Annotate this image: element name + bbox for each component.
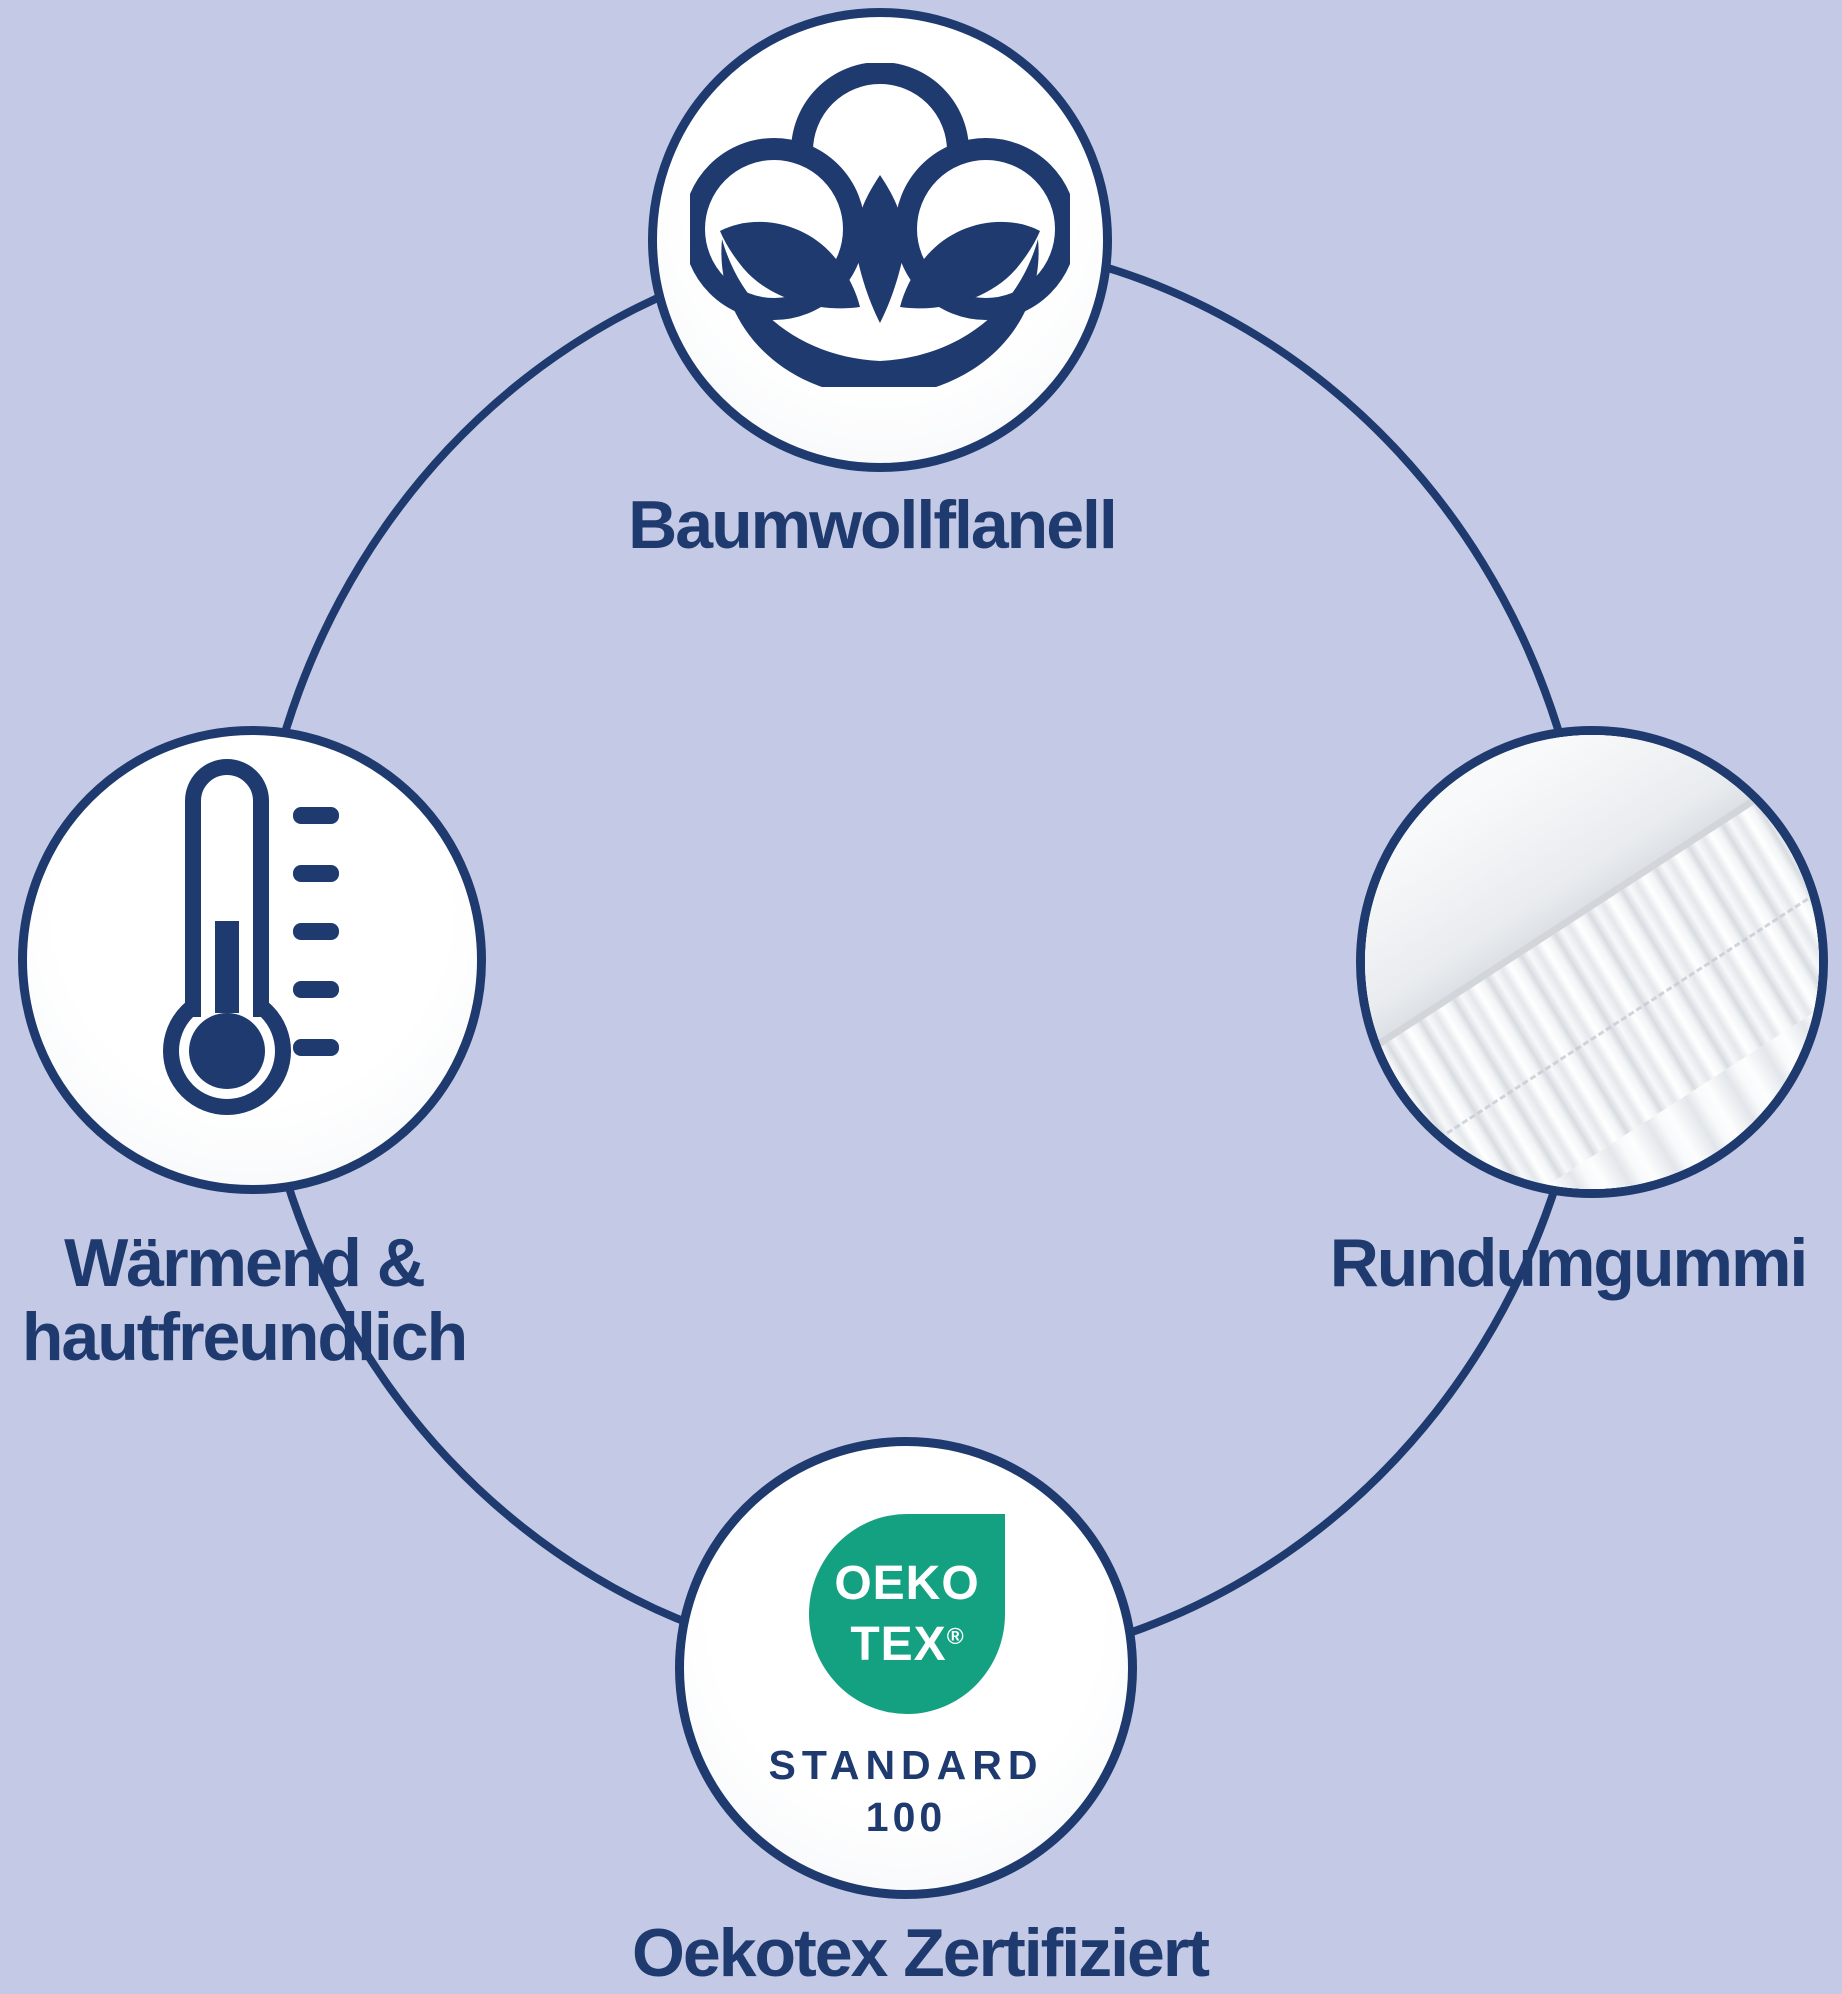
feature-node-baumwollflanell	[648, 8, 1112, 472]
feature-node-waermend	[18, 726, 486, 1194]
oekotex-logo: OEKO TEX®	[809, 1514, 1005, 1714]
cotton-flower-icon	[690, 63, 1070, 387]
tex-text: TEX	[850, 1618, 947, 1671]
thermometer-icon	[163, 759, 339, 1115]
oekotex-word-tex: TEX®	[850, 1610, 963, 1671]
feature-label-waermend: Wärmend & hautfreundlich	[21, 1225, 468, 1375]
oekotex-word-oeko: OEKO	[834, 1557, 979, 1610]
feature-label-rundumgummi: Rundumgummi	[1329, 1225, 1809, 1301]
oekotex-standard-text: STANDARD	[768, 1742, 1044, 1788]
feature-label-oekotex: Oekotex Zertifiziert	[632, 1915, 1210, 1991]
oeko-text: OEKO	[834, 1557, 980, 1610]
registered-trademark-symbol: ®	[946, 1623, 964, 1649]
sheet-fabric	[1365, 735, 1819, 1189]
oekotex-100-text: 100	[865, 1794, 947, 1840]
label-line1: Wärmend &	[64, 1225, 426, 1301]
feature-node-oekotex: OEKO TEX® STANDARD 100	[675, 1437, 1137, 1899]
fitted-sheet-photo	[1365, 735, 1819, 1189]
feature-node-rundumgummi	[1356, 726, 1828, 1198]
label-line2: hautfreundlich	[21, 1299, 468, 1375]
feature-label-baumwollflanell: Baumwollflanell	[628, 487, 1118, 563]
